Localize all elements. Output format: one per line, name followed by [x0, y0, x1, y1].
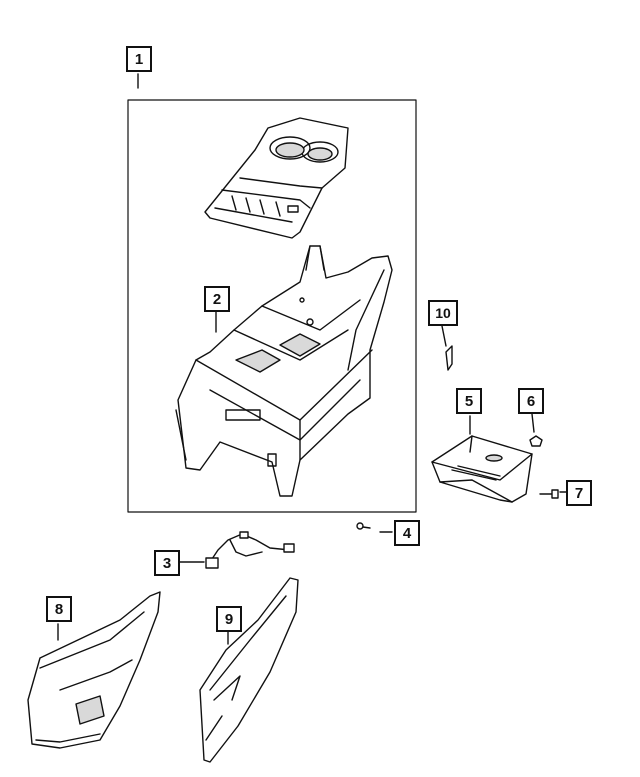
callout-7: 7: [566, 480, 592, 506]
callout-4: 4: [394, 520, 420, 546]
callout-2: 2: [204, 286, 230, 312]
leader-line-6: [531, 413, 535, 433]
callout-3: 3: [154, 550, 180, 576]
side-panel-right: [199, 577, 299, 763]
screw-part: [356, 522, 371, 530]
clip-part: [445, 345, 453, 371]
bolt-part: [539, 489, 559, 499]
callout-6: 6: [518, 388, 544, 414]
callout-8: 8: [46, 596, 72, 622]
wiring-harness: [205, 531, 295, 569]
mounting-bracket: [431, 435, 533, 503]
callout-1: 1: [126, 46, 152, 72]
cupholder-bezel: [204, 117, 349, 239]
leader-line-10: [441, 325, 447, 347]
assembly-frame: [127, 99, 417, 513]
callout-9: 9: [216, 606, 242, 632]
console-base: [175, 245, 393, 497]
nut-part: [529, 435, 543, 447]
callout-5: 5: [456, 388, 482, 414]
callout-10: 10: [428, 300, 458, 326]
side-panel-left: [27, 591, 161, 749]
